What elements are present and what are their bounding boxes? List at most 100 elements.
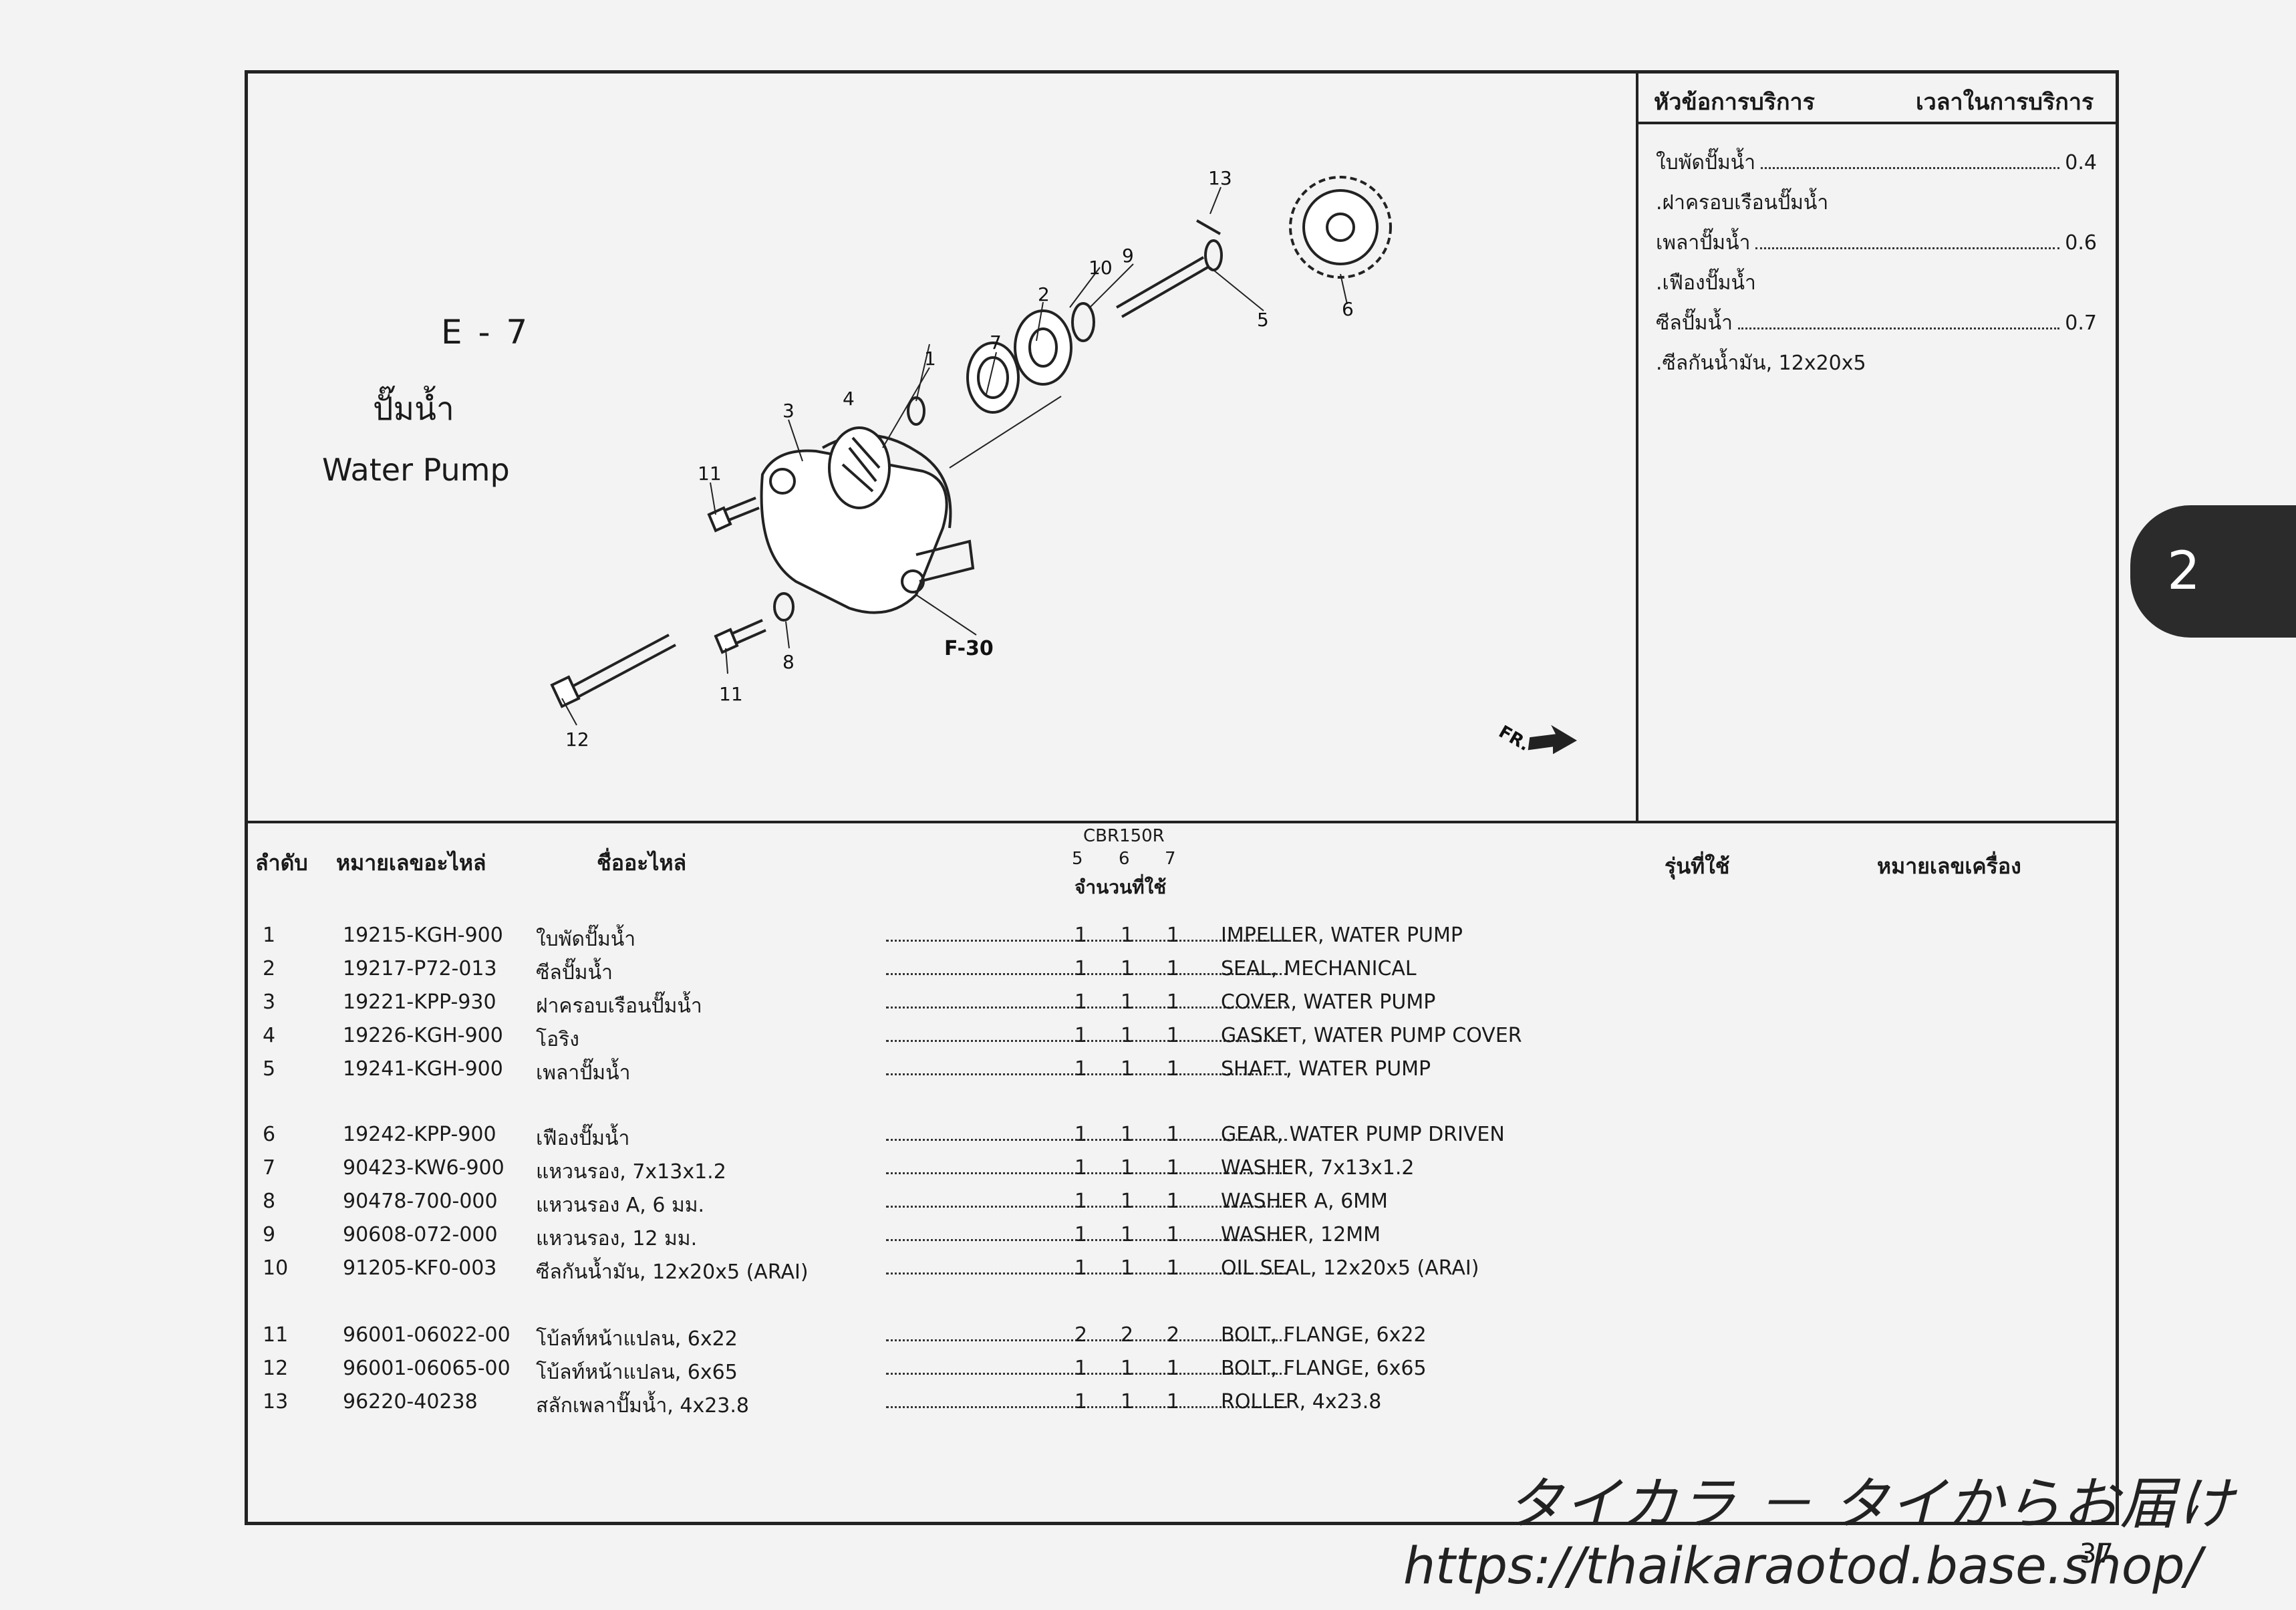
- cell-q-0: 1: [1074, 1223, 1088, 1246]
- cell-th: สลักเพลาปั๊มน้ำ, 4x23.8: [536, 1390, 752, 1422]
- cell-no: 7: [263, 1156, 276, 1180]
- cell-q-2: 1: [1167, 1390, 1180, 1414]
- cell-q-0: 1: [1074, 1123, 1088, 1146]
- col-q6: 6: [1119, 849, 1130, 869]
- washer-8-drawing: [773, 592, 795, 622]
- cell-th: ซีลปั๊มน้ำ: [536, 957, 615, 988]
- cell-q-1: 1: [1121, 1390, 1134, 1414]
- col-q5: 5: [1072, 849, 1083, 869]
- callout: 6: [1342, 298, 1354, 320]
- ref-label: F-30: [944, 637, 994, 660]
- seal-2-drawing: [966, 342, 1020, 414]
- service-time: 0.4: [2065, 151, 2097, 174]
- parts-table-header: ลำดับ หมายเลขอะไหล่ ชื่ออะไหล่ CBR150R 5…: [248, 826, 2116, 906]
- cell-q-1: 1: [1121, 1057, 1134, 1081]
- cell-no: 13: [263, 1390, 289, 1414]
- watermark-title: タイカラ － タイからお届け: [1507, 1471, 2235, 1536]
- cell-part: 19241-KGH-900: [343, 1057, 503, 1081]
- service-rule: [1638, 122, 2116, 124]
- callout: 3: [782, 400, 795, 422]
- cell-q-1: 1: [1121, 1256, 1134, 1280]
- section-tab[interactable]: 2: [2130, 505, 2296, 638]
- service-head-time: เวลาในการบริการ: [1916, 89, 2094, 116]
- cell-en: WASHER, 7x13x1.2: [1221, 1156, 1415, 1180]
- cell-q-1: 1: [1121, 990, 1134, 1014]
- divider-horizontal: [248, 821, 2116, 823]
- cell-no: 10: [263, 1256, 289, 1280]
- cell-q-2: 1: [1167, 1057, 1180, 1081]
- callout: 2: [1038, 283, 1050, 305]
- callout: 11: [698, 462, 722, 485]
- fr-arrow-icon: [1528, 724, 1577, 755]
- service-row: .ซีลกันน้ำมัน, 12x20x5: [1656, 348, 2097, 388]
- service-row: .ฝาครอบเรือนปั๊มน้ำ: [1656, 187, 2097, 227]
- exploded-diagram: 13 10 9 2 5 6 7 1 3 4 11 8 11 12 F-30 FR…: [550, 167, 1577, 755]
- diagram-code: E - 7: [441, 313, 531, 352]
- watermark-url[interactable]: https://thaikaraotod.base.shop/: [1403, 1536, 2202, 1595]
- cell-th: ซีลกันน้ำมัน, 12x20x5 (ARAI): [536, 1256, 811, 1288]
- callout: 12: [565, 728, 589, 751]
- callout: 5: [1257, 309, 1269, 331]
- cell-no: 9: [263, 1223, 276, 1246]
- cell-en: OIL SEAL, 12x20x5 (ARAI): [1221, 1256, 1479, 1280]
- cell-q-1: 1: [1121, 1156, 1134, 1180]
- dot-leader: [886, 1172, 1287, 1174]
- cell-q-0: 1: [1074, 990, 1088, 1014]
- service-label: .เฟืองปั๊มน้ำ: [1656, 271, 1756, 295]
- cell-q-1: 1: [1121, 1123, 1134, 1146]
- cell-q-2: 1: [1167, 1357, 1180, 1380]
- cell-part: 19215-KGH-900: [343, 924, 503, 947]
- cell-q-0: 1: [1074, 1156, 1088, 1180]
- cell-en: ROLLER, 4x23.8: [1221, 1390, 1382, 1414]
- diagram-title-th: ปั๊มน้ำ: [373, 390, 454, 428]
- col-model: CBR150R: [1083, 826, 1165, 846]
- service-label: .ฝาครอบเรือนปั๊มน้ำ: [1656, 191, 1829, 215]
- bolt-12-drawing: [550, 634, 676, 708]
- page-frame: [245, 70, 2119, 1525]
- cover-3-drawing: [760, 449, 975, 614]
- cell-part: 91205-KF0-003: [343, 1256, 497, 1280]
- dot-leader: [886, 940, 1287, 942]
- cell-q-2: 1: [1167, 990, 1180, 1014]
- cell-q-0: 1: [1074, 1190, 1088, 1213]
- cell-q-0: 2: [1074, 1323, 1088, 1347]
- cell-th: แหวนรอง A, 6 มม.: [536, 1190, 708, 1221]
- col-partno: หมายเลขอะไหล่: [336, 850, 486, 876]
- cell-th: ฝาครอบเรือนปั๊มน้ำ: [536, 990, 705, 1022]
- col-used: รุ่นที่ใช้: [1665, 853, 1730, 879]
- table-row: 10 91205-KF0-003 ซีลกันน้ำมัน, 12x20x5 (AR…: [248, 1252, 2116, 1288]
- divider-vertical: [1636, 74, 1638, 821]
- cell-q-0: 1: [1074, 924, 1088, 947]
- service-label: เพลาปั๊มน้ำ: [1656, 231, 1751, 255]
- cell-q-1: 1: [1121, 924, 1134, 947]
- cell-q-0: 1: [1074, 1357, 1088, 1380]
- oil-seal-10-drawing: [1014, 309, 1072, 386]
- cell-en: BOLT, FLANGE, 6x65: [1221, 1357, 1427, 1380]
- cell-en: WASHER A, 6MM: [1221, 1190, 1388, 1213]
- dot-leader: [886, 1373, 1287, 1375]
- cell-no: 5: [263, 1057, 276, 1081]
- dot-leader: [886, 1040, 1287, 1042]
- cell-no: 11: [263, 1323, 289, 1347]
- cell-en: WASHER, 12MM: [1221, 1223, 1381, 1246]
- cell-en: SEAL, MECHANICAL: [1221, 957, 1417, 980]
- cell-no: 1: [263, 924, 276, 947]
- cell-th: โอริง: [536, 1024, 582, 1055]
- col-qty: จำนวนที่ใช้: [1074, 876, 1167, 898]
- cell-part: 19242-KPP-900: [343, 1123, 496, 1146]
- cell-q-2: 1: [1167, 1256, 1180, 1280]
- cell-part: 19221-KPP-930: [343, 990, 496, 1014]
- cell-en: BOLT, FLANGE, 6x22: [1221, 1323, 1427, 1347]
- cell-part: 90423-KW6-900: [343, 1156, 505, 1180]
- cell-th: แหวนรอง, 7x13x1.2: [536, 1156, 729, 1188]
- service-label: ซีลปั๊มน้ำ: [1656, 311, 1733, 335]
- cell-no: 12: [263, 1357, 289, 1380]
- callout: 4: [843, 388, 855, 410]
- gear-6-drawing: [1289, 176, 1392, 279]
- col-q7: 7: [1165, 849, 1176, 869]
